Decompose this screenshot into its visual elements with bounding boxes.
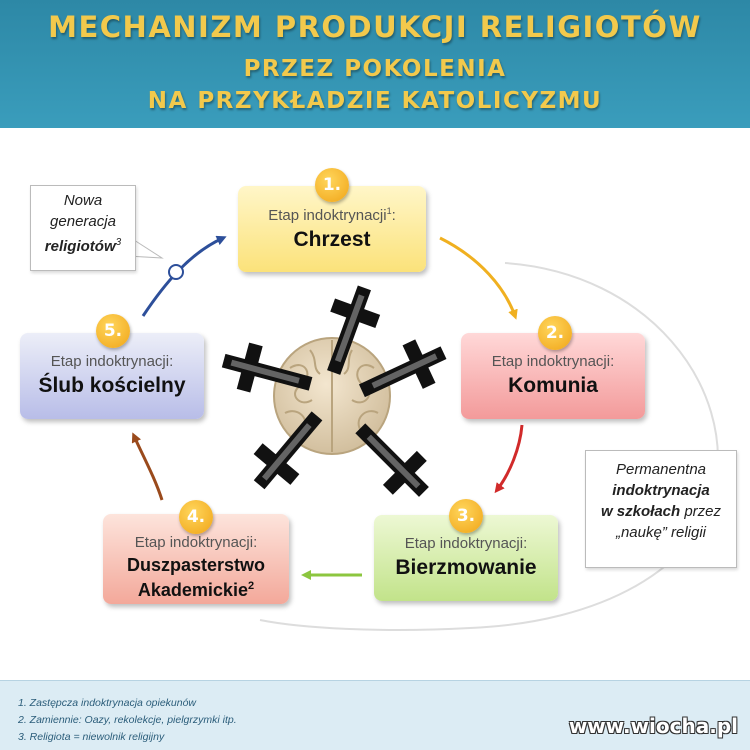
footnote-2: 2. Zamiennie: Oazy, rekolekcje, pielgrzy…: [18, 714, 237, 726]
stage-number-badge-2: 2.: [538, 316, 572, 350]
footnote-marker: 3: [115, 237, 122, 248]
footnotes-panel: 1. Zastępcza indoktrynacja opiekunów 2. …: [0, 680, 750, 750]
new-generation-node: [168, 264, 184, 280]
title-line-1: MECHANIZM PRODUKCJI RELIGIOTÓW: [48, 10, 702, 44]
stage-name-line-1: Duszpasterstwo: [126, 555, 266, 575]
diagram-graphics: [127, 235, 719, 631]
cross-icon-bottom-right: [355, 423, 429, 497]
stage-number-badge-1: 1.: [315, 168, 349, 202]
stage-name-line-2: Akademickie2: [137, 580, 255, 600]
cross-icon-right: [358, 339, 447, 398]
watermark: www.wiocha.pl: [568, 714, 738, 738]
callout-line: „naukę” religii: [615, 524, 707, 541]
header-banner: MECHANIZM PRODUKCJI RELIGIOTÓW PRZEZ POK…: [0, 0, 750, 128]
stage-name: Chrzest: [293, 228, 371, 251]
callout-line: Permanentna: [615, 461, 707, 478]
footnote-marker: 1: [386, 206, 392, 216]
stage-label: Etap indoktrynacji:: [50, 353, 174, 370]
cycle-diagram: Nowa generacja religiotów3 Etap indoktry…: [0, 128, 750, 680]
stage-label: Etap indoktrynacji:: [491, 353, 615, 370]
stage-name: Ślub kościelny: [38, 374, 186, 397]
stage-name: Komunia: [508, 374, 598, 397]
cross-icon-top: [327, 285, 381, 375]
callout-line: Nowa: [63, 192, 103, 209]
callout-bold-term: w szkołach: [600, 503, 681, 520]
callout-new-generation: Nowa generacja religiotów3: [30, 185, 136, 271]
stage-number-badge-5: 5.: [96, 314, 130, 348]
callout-line: generacja: [50, 213, 116, 230]
footnote-3: 3. Religiota = niewolnik religijny: [18, 731, 165, 743]
callout-permanent-indoctrination: Permanentna indoktrynacja w szkołach prz…: [585, 450, 737, 568]
stage-label: Etap indoktrynacji1:: [268, 206, 396, 224]
stage-name: Bierzmowanie: [395, 556, 537, 579]
arrow-5-to-1: [141, 235, 227, 317]
title-line-2: PRZEZ POKOLENIA: [243, 56, 507, 82]
footnote-marker: 2: [247, 580, 255, 592]
arrow-4-to-5: [131, 432, 164, 501]
callout-line: indoktrynacja: [612, 482, 710, 499]
stage-label: Etap indoktrynacji:: [404, 535, 528, 552]
callout-line: przez: [680, 503, 722, 520]
cross-icon-bottom-left: [253, 411, 323, 490]
footnote-1: 1. Zastępcza indoktrynacja opiekunów: [18, 697, 197, 709]
stage-number-badge-4: 4.: [179, 500, 213, 534]
cross-icon-left: [221, 342, 313, 393]
stage-number-badge-3: 3.: [449, 499, 483, 533]
title-line-3: NA PRZYKŁADZIE KATOLICYZMU: [147, 88, 603, 114]
arrow-1-to-2: [439, 236, 518, 320]
callout-bold-term: religiotów: [44, 238, 116, 255]
arrow-2-to-3: [494, 424, 524, 494]
stage-label: Etap indoktrynacji:: [134, 534, 258, 551]
